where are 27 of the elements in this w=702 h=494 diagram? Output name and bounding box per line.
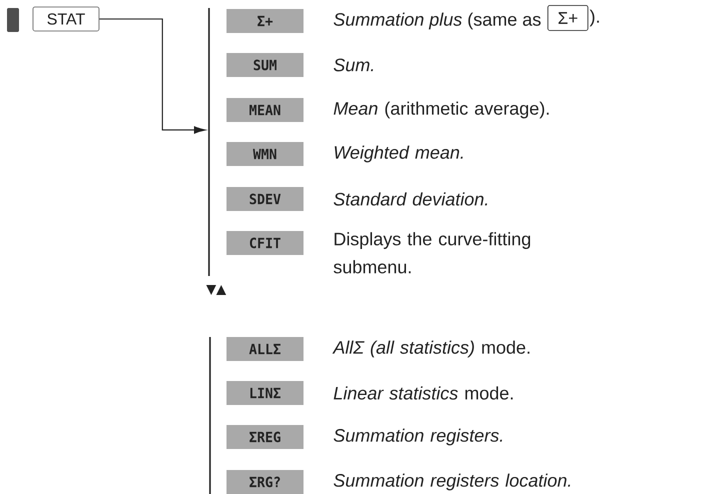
key: Σ+: [547, 5, 588, 31]
description-text: Summation plus (same as: [334, 12, 541, 30]
menu-key: MEAN: [226, 98, 304, 122]
description-text: Summation registers.: [334, 428, 502, 446]
menu-key: ΣREG: [226, 424, 304, 449]
menu-key: LINΣ: [226, 380, 304, 405]
description-text: ).: [590, 10, 599, 26]
menu-key: SDEV: [226, 186, 304, 211]
description-text: AllΣ (all statistics) mode.: [332, 340, 530, 358]
description-text: Sum.: [334, 58, 373, 72]
menu-key: Σ+: [226, 9, 304, 33]
description-text: Mean (arithmetic average).: [334, 102, 549, 118]
menu-key: CFIT: [226, 230, 304, 255]
shift-key: [7, 8, 19, 32]
menu-key: ΣRG?: [226, 470, 304, 494]
description-text: Weighted mean.: [334, 146, 463, 162]
key: STAT: [32, 6, 100, 32]
arrow: [99, 18, 206, 134]
description-text: Linear statistics mode.: [334, 386, 513, 400]
menu-key: WMN: [226, 142, 304, 166]
menu-key: SUM: [226, 53, 304, 77]
menu-bracket-line: [208, 8, 210, 276]
scroll-arrows-symbol: ▼▲: [206, 285, 226, 295]
menu-key: ALLΣ: [226, 336, 304, 361]
description-text: Standard deviation.: [334, 192, 488, 206]
description-text: Displays the curve-fitting submenu.: [334, 232, 530, 274]
description-text: Summation registers location.: [334, 474, 570, 490]
